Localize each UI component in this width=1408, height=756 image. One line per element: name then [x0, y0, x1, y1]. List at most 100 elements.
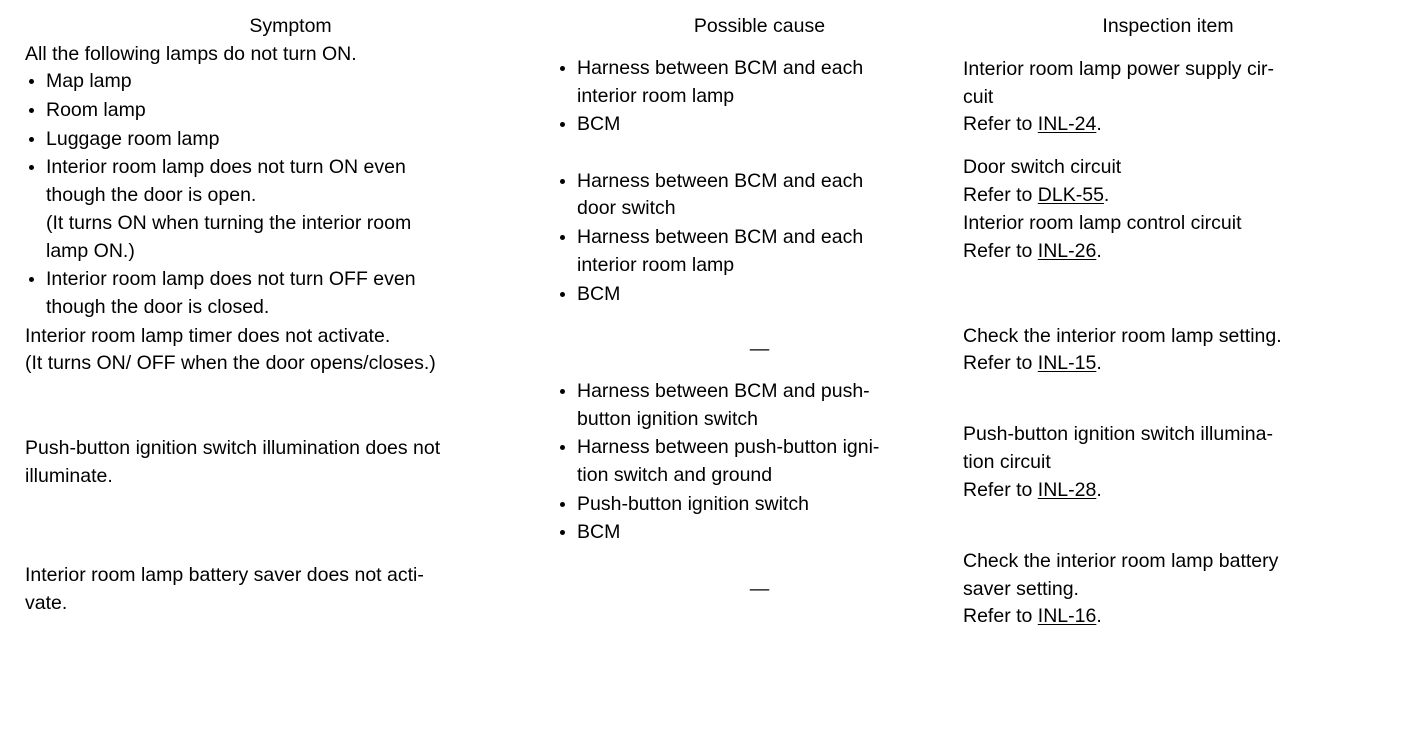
cell-symptom: All the following lamps do not turn ON. … [25, 41, 556, 155]
inspection-text-line: cuit [963, 85, 994, 108]
reference-link-inl-24[interactable]: INL-24 [1037, 113, 1097, 136]
list-item: Push-button ignition switch [556, 491, 963, 519]
list-item-label: Map lamp [46, 70, 132, 93]
symptom-text-line: illuminate. [25, 465, 113, 487]
diagnosis-symptom-table: Symptom Possible cause Inspection item A… [25, 13, 1373, 631]
symptom-text-line: vate. [25, 591, 68, 614]
list-item-label: Push-button ignition switch [577, 492, 809, 515]
list-item: Luggage room lamp [25, 126, 556, 154]
cause-bullet-list: Harness between BCM and push- button ign… [556, 378, 963, 547]
inspection-text-line: Interior room lamp control circuit [963, 211, 1242, 234]
list-item-label-cont: tion switch and ground [577, 464, 773, 486]
inspection-sub-cell-lamp-control: Interior room lamp control circuit Refer… [963, 210, 1373, 265]
cell-inspection-item: Interior room lamp power supply cir- cui… [963, 41, 1373, 155]
list-item: Harness between BCM and each door switch [556, 168, 963, 223]
refer-line: Refer to INL-28. [963, 477, 1373, 505]
reference-link-inl-15[interactable]: INL-15 [1037, 352, 1097, 375]
reference-link-dlk-55[interactable]: DLK-55 [1037, 184, 1104, 207]
list-item-label-cont: interior room lamp [577, 84, 735, 107]
column-header-symptom: Symptom [249, 15, 332, 37]
refer-line: Refer to INL-15. [963, 350, 1373, 378]
list-item-label: BCM [577, 113, 621, 136]
list-item-label: Harness between push-button igni- [577, 436, 880, 459]
refer-line: Refer to DLK-55. [963, 182, 1373, 210]
symptom-note-line: (It turns ON when turning the interior r… [46, 211, 412, 234]
cause-bullet-list: Harness between BCM and each interior ro… [556, 55, 963, 139]
list-item-label: Room lamp [46, 99, 146, 122]
refer-prefix: Refer to [963, 352, 1038, 375]
refer-prefix: Refer to [963, 239, 1038, 262]
reference-link-inl-26[interactable]: INL-26 [1037, 239, 1097, 262]
cell-possible-cause: Harness between BCM and each interior ro… [556, 41, 963, 155]
list-item: BCM [556, 281, 963, 309]
reference-link-inl-16[interactable]: INL-16 [1037, 605, 1097, 628]
inspection-text-line: Push-button ignition switch illumina- [963, 423, 1273, 446]
table-row: Interior room lamp battery saver does no… [25, 548, 1373, 631]
list-item: Map lamp [25, 68, 556, 96]
cell-possible-cause-empty: — [556, 323, 963, 378]
refer-prefix: Refer to [963, 478, 1038, 501]
cell-inspection-item: Check the interior room lamp setting. Re… [963, 323, 1373, 378]
list-item-label-cont: button ignition switch [577, 407, 759, 430]
list-item: Interior room lamp does not turn ON even… [25, 154, 556, 265]
cell-inspection-item: Check the interior room lamp battery sav… [963, 548, 1373, 631]
inspection-sub-table: Door switch circuit Refer to DLK-55. Int… [963, 154, 1373, 265]
symptom-text-line: Interior room lamp battery saver does no… [25, 563, 424, 586]
list-item: Harness between push-button igni- tion s… [556, 434, 963, 489]
list-item-label: Harness between BCM and each [577, 57, 864, 80]
cell-symptom: Push-button ignition switch illumination… [25, 378, 556, 548]
refer-suffix: . [1096, 352, 1102, 375]
inspection-text-line: saver setting. [963, 577, 1079, 600]
refer-line: Refer to INL-24. [963, 111, 1373, 139]
list-item: Harness between BCM and each interior ro… [556, 224, 963, 279]
list-item-label: Harness between BCM and each [577, 226, 864, 249]
reference-link-inl-28[interactable]: INL-28 [1037, 478, 1097, 501]
symptom-note-line: lamp ON.) [46, 239, 135, 262]
cause-bullet-list: Harness between BCM and each door switch… [556, 168, 963, 308]
table-header: Symptom Possible cause Inspection item [25, 13, 1373, 41]
cell-symptom: Interior room lamp battery saver does no… [25, 548, 556, 631]
list-item-label-cont: though the door is open. [46, 184, 257, 207]
refer-suffix: . [1096, 605, 1102, 628]
symptom-text-line: Push-button ignition switch illumination… [25, 437, 441, 460]
symptom-bullet-list: Map lamp Room lamp Luggage room lamp [25, 68, 556, 153]
refer-prefix: Refer to [963, 113, 1038, 136]
em-dash-placeholder: — [749, 577, 770, 600]
refer-prefix: Refer to [963, 184, 1038, 207]
list-item-label: Harness between BCM and push- [577, 379, 870, 402]
list-item-label-cont: interior room lamp [577, 253, 735, 276]
symptom-note-line: (It turns ON/ OFF when the door opens/cl… [25, 352, 436, 375]
inspection-text-line: Check the interior room lamp battery [963, 550, 1279, 573]
list-item-label: Interior room lamp does not turn ON even [46, 156, 406, 179]
refer-line: Refer to INL-16. [963, 603, 1373, 631]
list-item-label-cont: though the door is closed. [46, 295, 270, 318]
symptom-lead-text: All the following lamps do not turn ON. [25, 42, 357, 65]
list-item: Harness between BCM and each interior ro… [556, 55, 963, 110]
column-header-possible-cause: Possible cause [693, 15, 826, 37]
refer-prefix: Refer to [963, 605, 1038, 628]
symptom-text-line: Interior room lamp timer does not activa… [25, 324, 391, 347]
cell-possible-cause: Harness between BCM and each door switch… [556, 154, 963, 322]
cell-inspection-item: Push-button ignition switch illumina- ti… [963, 378, 1373, 548]
inspection-sub-row: Interior room lamp control circuit Refer… [963, 210, 1373, 265]
inspection-text-line: Check the interior room lamp setting. [963, 324, 1282, 347]
header-row: Symptom Possible cause Inspection item [25, 13, 1373, 41]
refer-suffix: . [1103, 184, 1110, 207]
list-item-label: Luggage room lamp [46, 127, 220, 150]
inspection-sub-cell-door-switch: Door switch circuit Refer to DLK-55. [963, 154, 1373, 209]
list-item-label-cont: door switch [577, 197, 676, 220]
list-item-label: BCM [577, 521, 621, 544]
list-item: Harness between BCM and push- button ign… [556, 378, 963, 433]
refer-suffix: . [1096, 113, 1102, 136]
cell-possible-cause: Harness between BCM and push- button ign… [556, 378, 963, 548]
cell-possible-cause-empty: — [556, 548, 963, 631]
table-row: Push-button ignition switch illumination… [25, 378, 1373, 548]
refer-suffix: . [1096, 239, 1102, 262]
list-item: BCM [556, 519, 963, 547]
em-dash-placeholder: — [749, 338, 770, 361]
list-item-label: Interior room lamp does not turn OFF eve… [46, 268, 416, 291]
table-row: All the following lamps do not turn ON. … [25, 41, 1373, 155]
cell-symptom: Interior room lamp timer does not activa… [25, 323, 556, 378]
list-item: Room lamp [25, 97, 556, 125]
refer-suffix: . [1096, 478, 1102, 501]
